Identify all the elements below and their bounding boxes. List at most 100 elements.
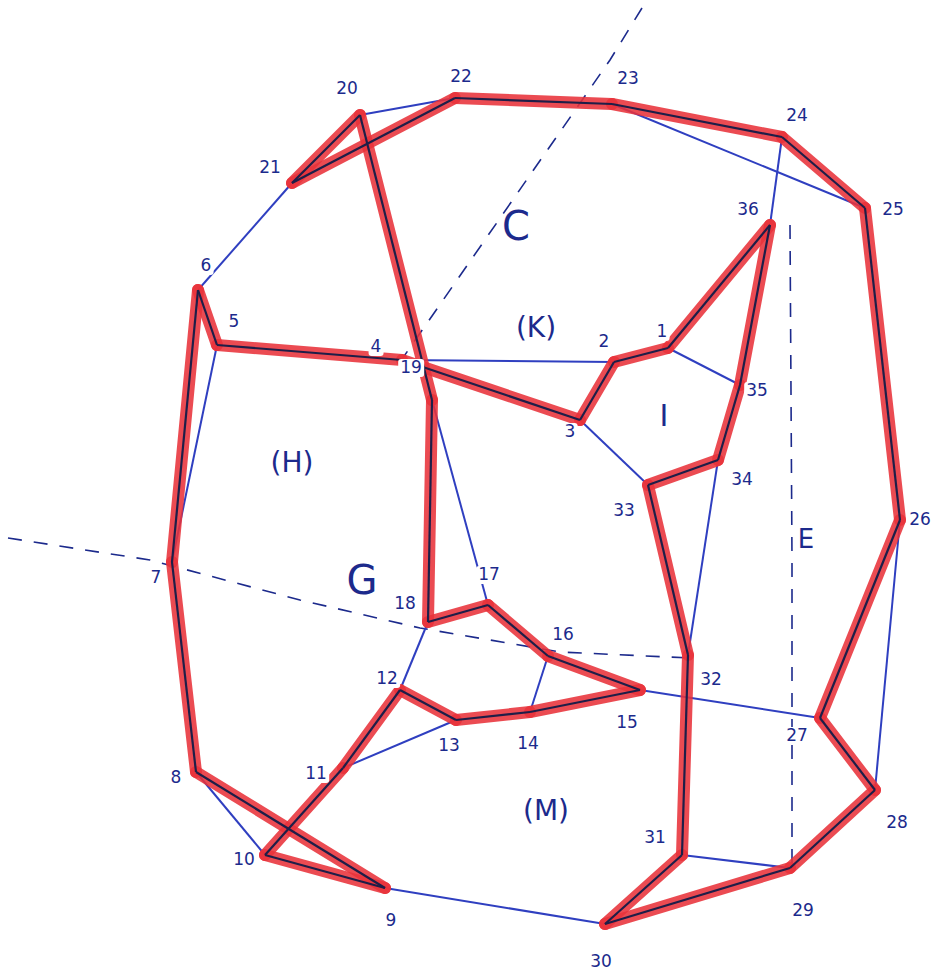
graph-edge [292,115,360,183]
highlighted-edge [343,690,400,768]
graph-edge [648,485,688,655]
vertex-number: 17 [476,566,502,584]
highlighted-edge [428,605,488,622]
vertex-number: 23 [615,70,641,88]
graph-edge [688,460,718,655]
graph-edge [782,137,865,208]
graph-edge [385,888,605,924]
graph-edge [402,360,614,362]
highlighted-edge [612,104,782,137]
face-label: (H) [269,448,316,477]
graph-edge [580,362,614,420]
graph-edge [612,104,782,137]
highlighted-edge [782,137,865,208]
vertex-number: 26 [907,511,933,529]
highlighted-edge [718,385,740,460]
face-label: G [345,559,380,601]
vertex-number: 32 [698,671,724,689]
vertex-number: 29 [790,902,816,920]
highlighted-edge [648,460,718,485]
vertex-number: 35 [744,382,770,400]
graph-edge [428,400,432,622]
graph-edge [198,290,217,345]
highlighted-edge [455,98,612,104]
graph-edge [820,718,875,790]
highlighted-edge [605,855,682,924]
graph-edge [400,622,428,690]
vertex-number: 13 [436,737,462,755]
vertex-number: 12 [374,670,400,688]
vertex-number: 34 [729,471,755,489]
highlighted-edge [265,855,385,888]
vertex-number: 20 [334,80,360,98]
graph-edge [343,690,400,768]
face-label: C [500,205,532,247]
symmetry-axis [400,8,642,362]
graph-edge [648,460,718,485]
vertex-number: 11 [303,765,329,783]
highlighted-edge [488,605,548,656]
vertex-number: 2 [597,333,612,351]
highlighted-edge [648,485,688,655]
highlighted-edge [548,656,640,690]
graph-edge [668,225,770,348]
graph-edge [668,348,740,385]
highlighted-edge [456,712,530,720]
highlighted-edge [668,225,770,348]
graph-edge [865,208,900,520]
graph-edge [605,868,790,924]
vertex-number: 4 [369,338,384,356]
graph-edge [360,115,432,400]
vertex-number: 21 [257,159,283,177]
vertex-number: 10 [231,851,257,869]
face-label: (K) [514,313,558,342]
vertex-number: 25 [880,201,906,219]
highlighted-edge [172,290,198,562]
vertex-number: 19 [398,359,424,377]
vertex-number: 14 [515,735,541,753]
highlighted-edge [400,690,456,720]
vertex-number: 24 [784,107,810,125]
highlighted-edge [530,690,640,712]
highlighted-edge [865,208,900,520]
vertex-number: 5 [227,313,242,331]
vertex-number: 27 [784,727,810,745]
graph-edge [172,290,198,562]
graph-edge [400,690,456,720]
graph-edge [740,225,770,385]
graph-edge [265,855,385,888]
graph-edge [612,104,865,208]
face-label: I [658,400,671,432]
graph-edge [456,712,530,720]
highlighted-edge [820,718,875,790]
vertex-number: 31 [642,829,668,847]
highlighted-edge [428,400,432,622]
graph-edge [488,605,548,656]
highlighted-edge [172,562,196,772]
highlighted-edge [580,362,614,420]
graph-edge [198,183,292,290]
graph-edge [172,562,196,772]
graph-edge [530,690,640,712]
highlighted-edge [614,348,668,362]
graph-edge [640,690,820,718]
graph-edge [428,605,488,622]
vertex-number: 22 [448,68,474,86]
highlighted-edge [790,790,875,868]
highlighted-edge [682,655,688,855]
vertex-number: 33 [611,502,637,520]
vertex-number: 1 [655,323,670,341]
graph-edge [292,98,455,183]
graph-edge [580,420,648,485]
vertex-number: 15 [614,714,640,732]
face-label: E [796,526,816,553]
vertex-number: 8 [169,769,184,787]
vertex-number: 36 [735,201,761,219]
graph-edge [682,855,790,868]
vertex-number: 6 [199,257,214,275]
vertex-number: 9 [384,912,399,930]
graph-edge [455,98,612,104]
highlighted-edge [196,772,385,888]
